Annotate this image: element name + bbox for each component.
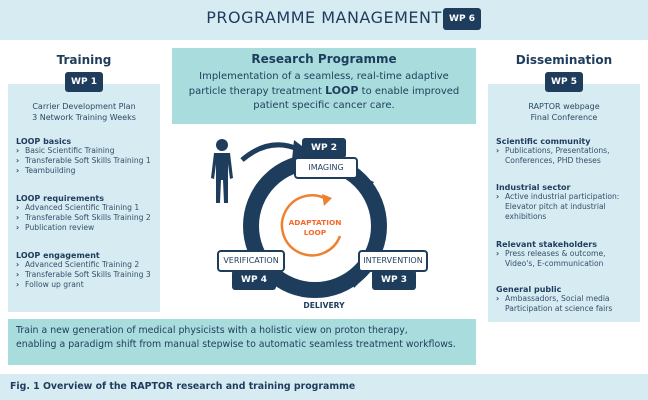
section-title: LOOP basics	[16, 137, 72, 146]
dissemination-intro-line: RAPTOR webpage	[528, 102, 600, 111]
figure-caption: Fig. 1 Overview of the RAPTOR research a…	[10, 381, 356, 392]
dissemination-section-stakeholders: Relevant stakeholders Press releases & o…	[496, 240, 636, 269]
wp4-badge: WP 4	[232, 270, 276, 290]
section-title: Relevant stakeholders	[496, 240, 597, 249]
list-item: Transferable Soft Skills Training 3	[16, 270, 158, 280]
research-title: Research Programme	[251, 52, 397, 66]
adaptation-cycle-diagram: ADAPTATION LOOP	[211, 139, 387, 298]
research-line: patient specific cancer care.	[253, 100, 395, 111]
verification-node: VERIFICATION	[217, 250, 285, 272]
section-title: Scientific community	[496, 137, 591, 146]
goal-box	[8, 319, 476, 365]
training-section-loop-engagement: LOOP engagement Advanced Scientific Trai…	[16, 251, 158, 291]
wp3-badge: WP 3	[372, 270, 416, 290]
imaging-node: IMAGING	[294, 157, 358, 179]
research-description: Implementation of a seamless, real-time …	[180, 70, 468, 113]
intervention-node: INTERVENTION	[358, 250, 428, 272]
wp1-badge: WP 1	[65, 72, 103, 92]
training-intro-line: Carrier Development Plan	[32, 102, 136, 111]
goal-line: enabling a paradigm shift from manual st…	[16, 339, 456, 350]
patient-figure-icon	[211, 139, 233, 203]
research-line: Implementation of a seamless, real-time …	[199, 71, 449, 82]
arrow-head-icon	[292, 140, 310, 160]
wp2-badge: WP 2	[302, 138, 346, 158]
header-band	[0, 0, 648, 40]
list-item: Teambuilding	[16, 166, 158, 176]
research-box	[172, 48, 476, 124]
adaptation-loop-arrow-icon	[322, 194, 332, 206]
section-title: General public	[496, 285, 562, 294]
patient-to-imaging-arrow	[240, 142, 302, 162]
list-item: Transferable Soft Skills Training 1	[16, 156, 158, 166]
goal-line: Train a new generation of medical physic…	[16, 325, 408, 336]
loop-keyword: LOOP	[325, 84, 359, 97]
training-intro: Carrier Development Plan 3 Network Train…	[8, 101, 160, 123]
ring-arrow-icon	[360, 176, 374, 194]
caption-band	[0, 374, 648, 400]
goal-text: Train a new generation of medical physic…	[16, 324, 472, 352]
list-item: Basic Scientific Training	[16, 146, 158, 156]
dissemination-title: Dissemination	[515, 53, 613, 67]
list-item: Ambassadors, Social media Participation …	[496, 294, 636, 314]
header-title: PROGRAMME MANAGEMENT	[206, 8, 442, 27]
adaptation-loop-arc	[280, 194, 342, 257]
section-title: Industrial sector	[496, 183, 571, 192]
dissemination-intro: RAPTOR webpage Final Conference	[488, 101, 640, 123]
training-section-loop-basics: LOOP basics Basic Scientific Training Tr…	[16, 137, 158, 177]
list-item: Publication review	[16, 223, 158, 233]
delivery-label: DELIVERY	[303, 301, 345, 310]
adaptation-loop-label: LOOP	[304, 228, 327, 237]
wp5-badge: WP 5	[545, 72, 583, 92]
list-item: Publications, Presentations, Conferences…	[496, 146, 636, 166]
list-item: Follow up grant	[16, 280, 158, 290]
dissemination-section-industrial: Industrial sector Active industrial part…	[496, 183, 636, 223]
list-item: Press releases & outcome, Video's, E-com…	[496, 249, 636, 269]
ring-arrow-icon	[350, 274, 366, 288]
section-title: LOOP requirements	[16, 194, 105, 203]
list-item: Advanced Scientific Training 1	[16, 203, 158, 213]
dissemination-intro-line: Final Conference	[530, 113, 598, 122]
dissemination-section-scientific: Scientific community Publications, Prese…	[496, 137, 636, 166]
list-item: Active industrial participation: Elevato…	[496, 192, 636, 223]
training-title: Training	[56, 53, 112, 67]
dissemination-section-public: General public Ambassadors, Social media…	[496, 285, 636, 314]
section-title: LOOP engagement	[16, 251, 100, 260]
list-item: Transferable Soft Skills Training 2	[16, 213, 158, 223]
training-section-loop-requirements: LOOP requirements Advanced Scientific Tr…	[16, 194, 158, 234]
training-intro-line: 3 Network Training Weeks	[32, 113, 136, 122]
list-item: Advanced Scientific Training 2	[16, 260, 158, 270]
adaptation-loop-label: ADAPTATION	[289, 218, 342, 227]
wp6-badge: WP 6	[443, 8, 481, 30]
research-line: particle therapy treatment LOOP to enabl…	[188, 84, 460, 97]
